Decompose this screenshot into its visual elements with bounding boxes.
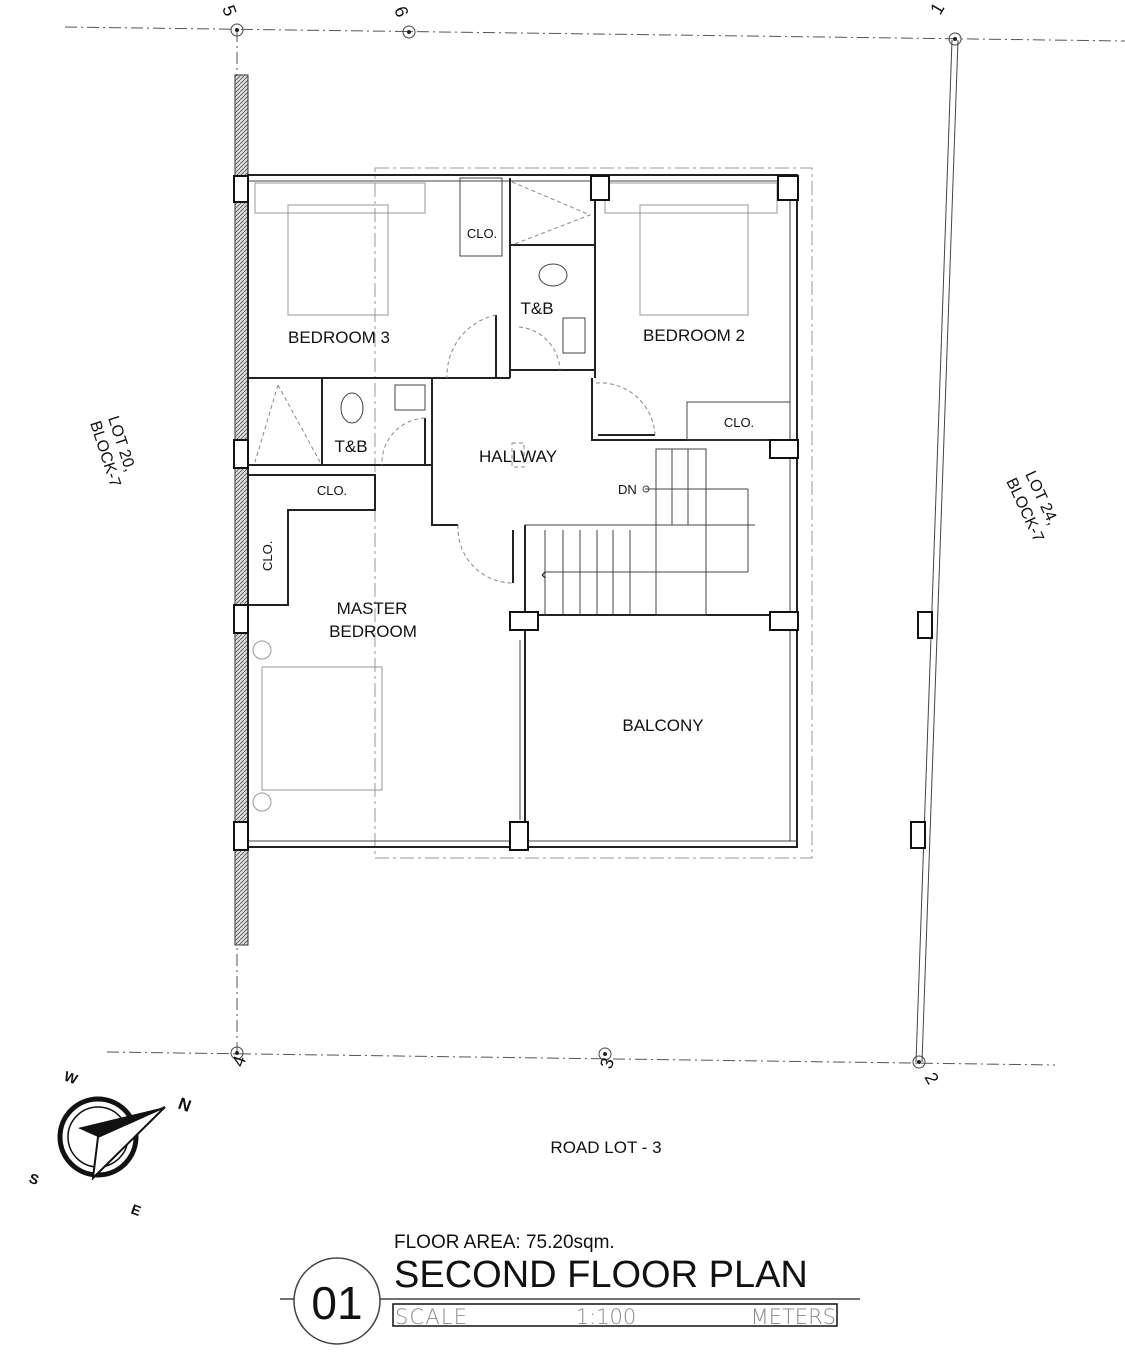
grid-marker-3: 3 — [596, 1047, 618, 1071]
bed — [287, 204, 389, 316]
scale-label: SCALE — [395, 1305, 467, 1329]
svg-text:E: E — [129, 1201, 143, 1219]
bed — [639, 204, 749, 316]
floor-area: FLOOR AREA: 75.20sqm. — [394, 1232, 615, 1253]
boundary-wall — [234, 74, 249, 946]
room-bedroom-3: BEDROOM 3 — [288, 328, 390, 347]
grid-label: 3 — [596, 1055, 618, 1071]
svg-text:W: W — [62, 1068, 81, 1088]
closet — [459, 177, 503, 257]
scale-units: METERS — [751, 1305, 836, 1329]
room-tb-left: T&B — [334, 437, 367, 456]
stair-arrow-icon: ‹ — [541, 566, 546, 583]
room-balcony: BALCONY — [622, 716, 703, 735]
grid-marker-5: 5 — [218, 3, 244, 37]
stair-start-icon — [642, 485, 650, 493]
fence-post — [910, 821, 926, 849]
room-tb-top: T&B — [520, 299, 553, 318]
room-labels: BEDROOM 3 BEDROOM 2 T&B T&B HALLWAY MAST… — [260, 226, 754, 735]
closet-label: CLO. — [467, 226, 497, 241]
svg-text:S: S — [27, 1170, 41, 1188]
drawing-title: SECOND FLOOR PLAN — [394, 1254, 808, 1296]
grid-marker-2: 2 — [912, 1055, 943, 1088]
bed — [261, 666, 383, 791]
grid-markers: 5 6 1 4 3 2 — [218, 0, 962, 1088]
grid-label: 1 — [926, 0, 948, 18]
grid-marker-4: 4 — [228, 1046, 250, 1069]
room-hallway: HALLWAY — [479, 447, 557, 466]
room-master-line1: MASTER — [337, 599, 408, 618]
room-master-line2: BEDROOM — [329, 622, 417, 641]
closet-label: CLO. — [724, 415, 754, 430]
grid-label: 4 — [228, 1053, 250, 1069]
sink-icon — [394, 384, 426, 411]
grid-label: 2 — [921, 1069, 943, 1088]
lamp-icon — [252, 792, 272, 812]
north-arrow-icon: N W S E — [27, 1068, 194, 1219]
closet-label: CLO. — [260, 541, 275, 571]
lamp-icon — [252, 640, 272, 660]
room-bedroom-2: BEDROOM 2 — [643, 326, 745, 345]
grid-label: 6 — [390, 4, 412, 20]
sink-icon — [562, 317, 586, 354]
drawing-number: 01 — [311, 1277, 362, 1329]
road-label: ROAD LOT - 3 — [550, 1138, 661, 1157]
grid-label: 5 — [218, 3, 240, 19]
toilet-icon — [538, 263, 568, 287]
walls: ‹ — [247, 167, 813, 859]
stair-down-label: DN — [618, 482, 637, 497]
closet-label: CLO. — [317, 483, 347, 498]
grid-marker-6: 6 — [390, 4, 416, 39]
fence-post — [917, 611, 933, 639]
toilet-icon — [340, 392, 364, 424]
columns — [233, 175, 799, 851]
scale-value: 1:100 — [576, 1305, 637, 1329]
title-block: 01 FLOOR AREA: 75.20sqm. SECOND FLOOR PL… — [280, 1232, 860, 1345]
svg-text:N: N — [176, 1094, 194, 1116]
